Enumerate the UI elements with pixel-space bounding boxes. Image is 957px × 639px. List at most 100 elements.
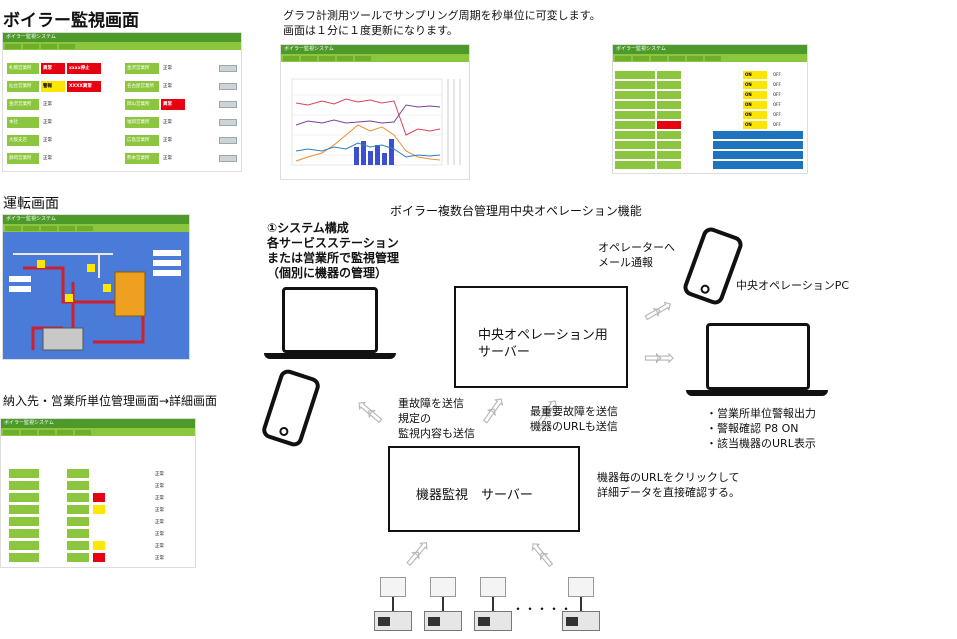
detail-button[interactable]	[219, 101, 237, 108]
office-state-cell: 正常	[43, 138, 52, 143]
office-name-cell: 岡山営業所	[125, 99, 159, 110]
pc-feature-list: ・営業所単位警報出力 ・警報確認 P8 ON ・該当機器のURL表示	[706, 406, 816, 451]
operator-mail-line1: オペレーターへ	[598, 241, 675, 254]
mini-title-bar: ボイラー監視システム	[613, 45, 807, 54]
central-server-label-2: サーバー	[478, 345, 530, 360]
office-detail-cell: xxxx停止	[67, 63, 101, 74]
pc-feature-3: ・該当機器のURL表示	[706, 437, 816, 450]
graph-note-line2: 画面は１分に１度更新になります。	[283, 24, 458, 37]
office-name-cell: 札幌営業所	[7, 63, 39, 74]
mini-title-bar: ボイラー監視システム	[1, 419, 195, 428]
detail-button[interactable]	[219, 65, 237, 72]
pc-feature-2: ・警報確認 P8 ON	[706, 422, 799, 435]
field-device-1	[374, 577, 414, 635]
alarm-row-state	[657, 161, 681, 169]
central-pc-label: 中央オペレーションPC	[736, 279, 850, 292]
office-name-cell: 福岡営業所	[125, 117, 159, 128]
on-indicator: ON	[743, 121, 767, 129]
trend-chart	[291, 78, 461, 166]
on-indicator: ON	[743, 81, 767, 89]
alarm-row-state	[657, 71, 681, 79]
device-row-state	[93, 517, 105, 526]
alarm-row-state	[657, 131, 681, 139]
device-row-state	[93, 493, 105, 502]
office-state-cell: 正常	[163, 66, 172, 71]
device-row-state	[93, 553, 105, 562]
operator-mail-text: オペレーターへ メール通報	[598, 240, 675, 270]
office-name-cell: 金沢営業所	[125, 63, 159, 74]
device-row-label	[9, 553, 39, 562]
bar-series	[354, 139, 394, 165]
device-row-normal: 正常	[155, 472, 164, 477]
critical-send-line2: 機器のURLも送信	[530, 420, 618, 433]
alarm-row-label	[615, 101, 655, 109]
device-row-normal: 正常	[155, 544, 164, 549]
status-bar	[713, 151, 803, 159]
piping-diagram	[3, 232, 189, 359]
office-detail-cell	[67, 153, 101, 164]
office-state-cell: 正常	[43, 102, 52, 107]
alarm-row-state	[657, 101, 681, 109]
mini-nav-bar	[3, 224, 189, 232]
fault-send-line3: 監視内容も送信	[398, 427, 475, 440]
mini-title-bar: ボイラー監視システム	[3, 33, 241, 42]
alarm-row-state	[657, 151, 681, 159]
device-server-label: 機器監視 サーバー	[416, 488, 533, 503]
arrow-server-to-phone: ⇨⇨	[639, 295, 674, 330]
field-device-3	[474, 577, 514, 635]
fault-send-line2: 規定の	[398, 412, 431, 425]
alarm-row-label	[615, 71, 655, 79]
operator-smartphone-icon	[680, 224, 746, 308]
on-indicator: ON	[743, 91, 767, 99]
system-config-line3: （個別に機器の管理）	[267, 266, 388, 280]
device-ellipsis: ・・・・・	[512, 602, 573, 616]
office-state-cell: 正常	[43, 120, 52, 125]
detail-button[interactable]	[219, 83, 237, 90]
device-row-value	[67, 481, 89, 490]
device-row-label	[9, 505, 39, 514]
fault-send-text: 重故障を送信 規定の 監視内容も送信	[398, 396, 475, 441]
arrow-device-to-central-left: ⇨⇨	[474, 395, 510, 431]
alarm-row-label	[615, 161, 655, 169]
mini-nav-bar	[613, 54, 807, 62]
office-name-cell: 広島営業所	[125, 135, 159, 146]
alarm-row-label	[615, 151, 655, 159]
office-name-cell: 仙台営業所	[7, 81, 39, 92]
on-indicator: ON	[743, 71, 767, 79]
device-row-normal: 正常	[155, 556, 164, 561]
detail-button[interactable]	[219, 155, 237, 162]
central-server-label-1: 中央オペレーション用	[478, 328, 608, 343]
delivery-screen-heading: 納入先・営業所単位管理画面→詳細画面	[3, 394, 218, 408]
office-detail-cell	[67, 135, 101, 146]
device-row-label	[9, 529, 39, 538]
alarm-row-label	[615, 141, 655, 149]
operator-mail-line2: メール通報	[598, 256, 653, 269]
detail-button[interactable]	[219, 119, 237, 126]
off-indicator: OFF	[773, 122, 781, 127]
central-operation-pc	[706, 323, 810, 390]
pc-feature-1: ・営業所単位警報出力	[706, 407, 816, 420]
alarm-row-state	[657, 121, 681, 129]
mini-nav-bar	[281, 54, 469, 62]
detail-button[interactable]	[219, 137, 237, 144]
office-state-cell: 正常	[163, 156, 172, 161]
mini-title-bar: ボイラー監視システム	[3, 215, 189, 224]
office-state-cell: 正常	[163, 138, 172, 143]
operation-screenshot: ボイラー監視システム	[2, 214, 190, 360]
office-name-cell: 熊本営業所	[125, 153, 159, 164]
system-config-text: ①システム構成 各サービスステーション または営業所で監視管理 （個別に機器の管…	[267, 221, 399, 281]
device-row-label	[9, 469, 39, 478]
office-name-cell: 金沢営業所	[7, 99, 39, 110]
device-monitoring-server: 機器監視 サーバー	[388, 446, 580, 532]
url-click-line1: 機器毎のURLをクリックして	[597, 471, 740, 484]
office-detail-cell	[67, 117, 101, 128]
on-indicator: ON	[743, 111, 767, 119]
office-detail-cell: XXXX異常	[67, 81, 101, 92]
device-row-value	[67, 553, 89, 562]
office-name-cell: 本社	[7, 117, 39, 128]
device-row-normal: 正常	[155, 508, 164, 513]
off-indicator: OFF	[773, 112, 781, 117]
device-row-normal: 正常	[155, 532, 164, 537]
central-function-title: ボイラー複数台管理用中央オペレーション機能	[390, 204, 642, 218]
off-indicator: OFF	[773, 102, 781, 107]
